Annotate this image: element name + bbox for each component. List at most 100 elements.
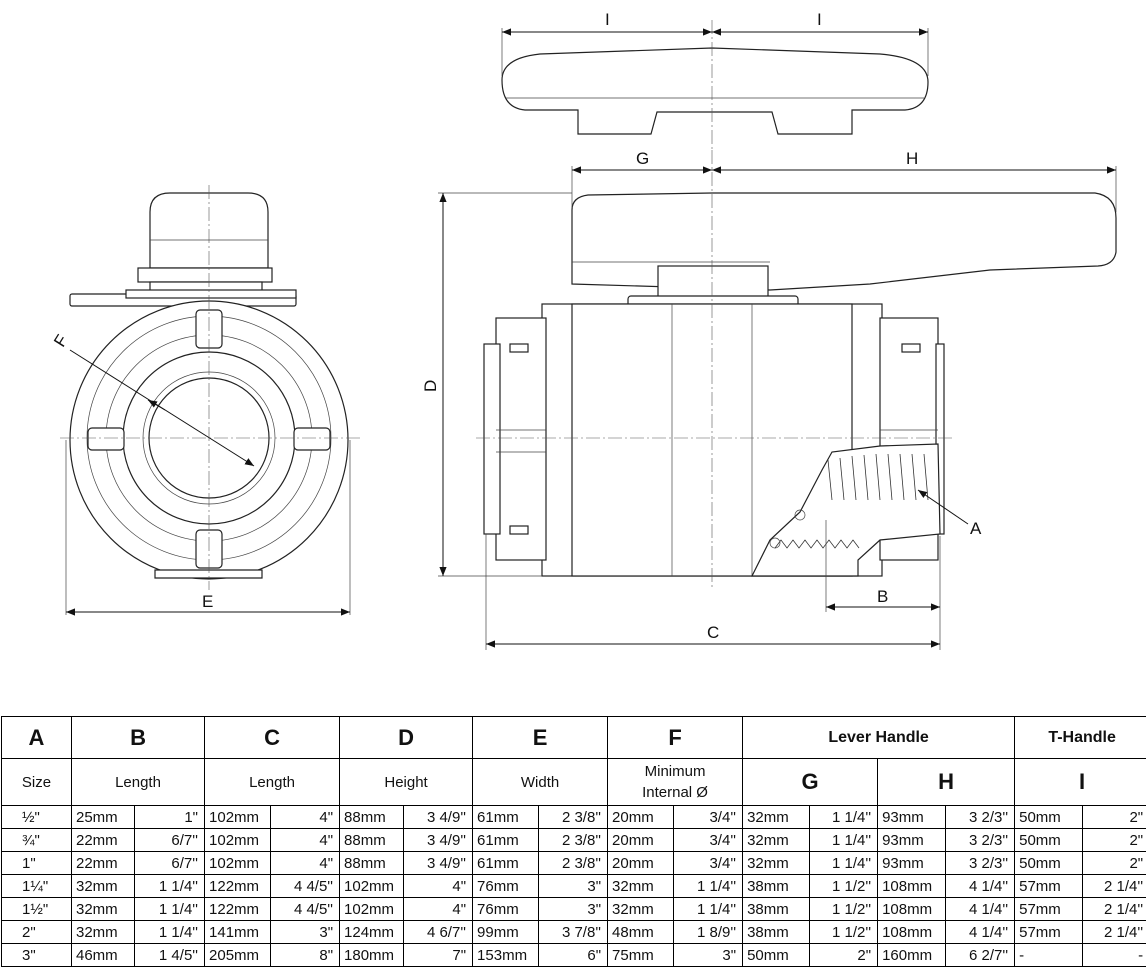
table-cell: 32mm xyxy=(607,897,675,921)
table-cell: 4" xyxy=(270,828,341,852)
table-cell: 50mm xyxy=(1014,851,1084,875)
table-cell: 2 1/4'' xyxy=(1082,920,1146,944)
table-cell: 6 2/7'' xyxy=(945,943,1016,967)
table-cell: 3" xyxy=(270,920,341,944)
table-cell: 3 4/9'' xyxy=(403,805,474,829)
subheader-F-line2: Internal Ø xyxy=(642,784,708,801)
table-cell: 20mm xyxy=(607,805,675,829)
table-cell: 3 4/9'' xyxy=(403,828,474,852)
table-cell: 4 4/5'' xyxy=(270,897,341,921)
table-cell: 1 1/4'' xyxy=(133,874,206,898)
table-cell: 3/4'' xyxy=(673,851,744,875)
valve-stem xyxy=(657,265,769,299)
table-cell: 1 1/4'' xyxy=(673,897,744,921)
table-cell: 3 2/3'' xyxy=(945,851,1016,875)
table-cell: - xyxy=(1014,943,1084,967)
table-cell: 2" xyxy=(1082,805,1146,829)
table-cell: 88mm xyxy=(339,828,405,852)
table-cell: 1 1/4'' xyxy=(809,851,879,875)
table-cell: 4 4/5'' xyxy=(270,874,341,898)
valve-technical-drawing: F E I I xyxy=(50,10,1117,650)
subheader-H: H xyxy=(877,758,1016,806)
table-cell: 88mm xyxy=(339,851,405,875)
table-cell: 22mm xyxy=(71,828,135,852)
table-cell: ½" xyxy=(1,805,72,829)
table-cell: 3 2/3'' xyxy=(945,805,1016,829)
table-cell: 4 6/7'' xyxy=(403,920,474,944)
lever-handle xyxy=(571,192,1117,291)
table-subheader-row: Size Length Length Height Width Minimum … xyxy=(1,758,1146,806)
label-I-right: I xyxy=(817,10,822,29)
table-cell: 38mm xyxy=(742,920,811,944)
header-D: D xyxy=(339,716,474,759)
table-cell: 4" xyxy=(403,874,474,898)
table-cell: 57mm xyxy=(1014,920,1084,944)
left-union-nut xyxy=(495,317,547,561)
label-I-left: I xyxy=(605,10,610,29)
subheader-F-line1: Minimum xyxy=(644,763,706,780)
header-B: B xyxy=(70,716,206,759)
table-cell: 32mm xyxy=(71,874,135,898)
table-cell: 1 1/4'' xyxy=(673,874,744,898)
table-cell: 76mm xyxy=(472,874,540,898)
side-view: G H D B C A xyxy=(421,149,1117,650)
table-cell: 25mm xyxy=(71,805,135,829)
table-cell: 2 3/8'' xyxy=(538,851,609,875)
table-cell: 50mm xyxy=(1014,828,1084,852)
table-cell: 93mm xyxy=(877,828,947,852)
table-cell: 32mm xyxy=(742,805,811,829)
t-handle xyxy=(501,47,929,135)
table-cell: 3 2/3'' xyxy=(945,828,1016,852)
table-cell: 122mm xyxy=(204,897,272,921)
t-handle-view: I I xyxy=(501,10,929,150)
subheader-I: I xyxy=(1014,758,1146,806)
table-cell: 1" xyxy=(133,805,206,829)
table-cell: 153mm xyxy=(472,943,540,967)
subheader-B: Length xyxy=(70,758,206,806)
table-cell: 57mm xyxy=(1014,897,1084,921)
table-cell: 46mm xyxy=(71,943,135,967)
thread-detail xyxy=(769,453,929,549)
table-cell: 102mm xyxy=(339,874,405,898)
end-view: F E xyxy=(50,185,360,616)
table-cell: 61mm xyxy=(472,805,540,829)
header-C: C xyxy=(204,716,341,759)
table-cell: ¾" xyxy=(1,828,72,852)
table-cell: 2" xyxy=(1082,828,1146,852)
table-cell: 8" xyxy=(270,943,341,967)
table-cell: 38mm xyxy=(742,897,811,921)
table-cell: 1" xyxy=(1,851,72,875)
table-cell: 124mm xyxy=(339,920,405,944)
header-lever-handle: Lever Handle xyxy=(742,716,1016,759)
table-cell: 3" xyxy=(1,943,72,967)
label-G: G xyxy=(636,149,649,168)
table-cell: 32mm xyxy=(71,897,135,921)
table-cell: 3/4'' xyxy=(673,805,744,829)
table-cell: 4 1/4'' xyxy=(945,874,1016,898)
table-cell: 3/4'' xyxy=(673,828,744,852)
header-E: E xyxy=(472,716,609,759)
table-cell: 6/7'' xyxy=(133,851,206,875)
end-view-stem xyxy=(137,267,273,283)
table-cell: 1 8/9'' xyxy=(673,920,744,944)
table-cell: 6/7'' xyxy=(133,828,206,852)
header-t-handle: T-Handle xyxy=(1014,716,1146,759)
table-cell: 1½" xyxy=(1,897,72,921)
table-cell: 61mm xyxy=(472,851,540,875)
dimensions-table: A B C D E F Lever Handle T-Handle Size L… xyxy=(1,716,1146,967)
table-cell: 2 1/4'' xyxy=(1082,897,1146,921)
table-cell: 1 1/2'' xyxy=(809,897,879,921)
table-cell: 1¼" xyxy=(1,874,72,898)
table-header-row: A B C D E F Lever Handle T-Handle xyxy=(1,716,1146,759)
table-cell: 76mm xyxy=(472,897,540,921)
table-cell: 7" xyxy=(403,943,474,967)
table-cell: 32mm xyxy=(71,920,135,944)
table-cell: 205mm xyxy=(204,943,272,967)
table-cell: 108mm xyxy=(877,874,947,898)
label-H: H xyxy=(906,149,918,168)
table-cell: 4" xyxy=(270,805,341,829)
